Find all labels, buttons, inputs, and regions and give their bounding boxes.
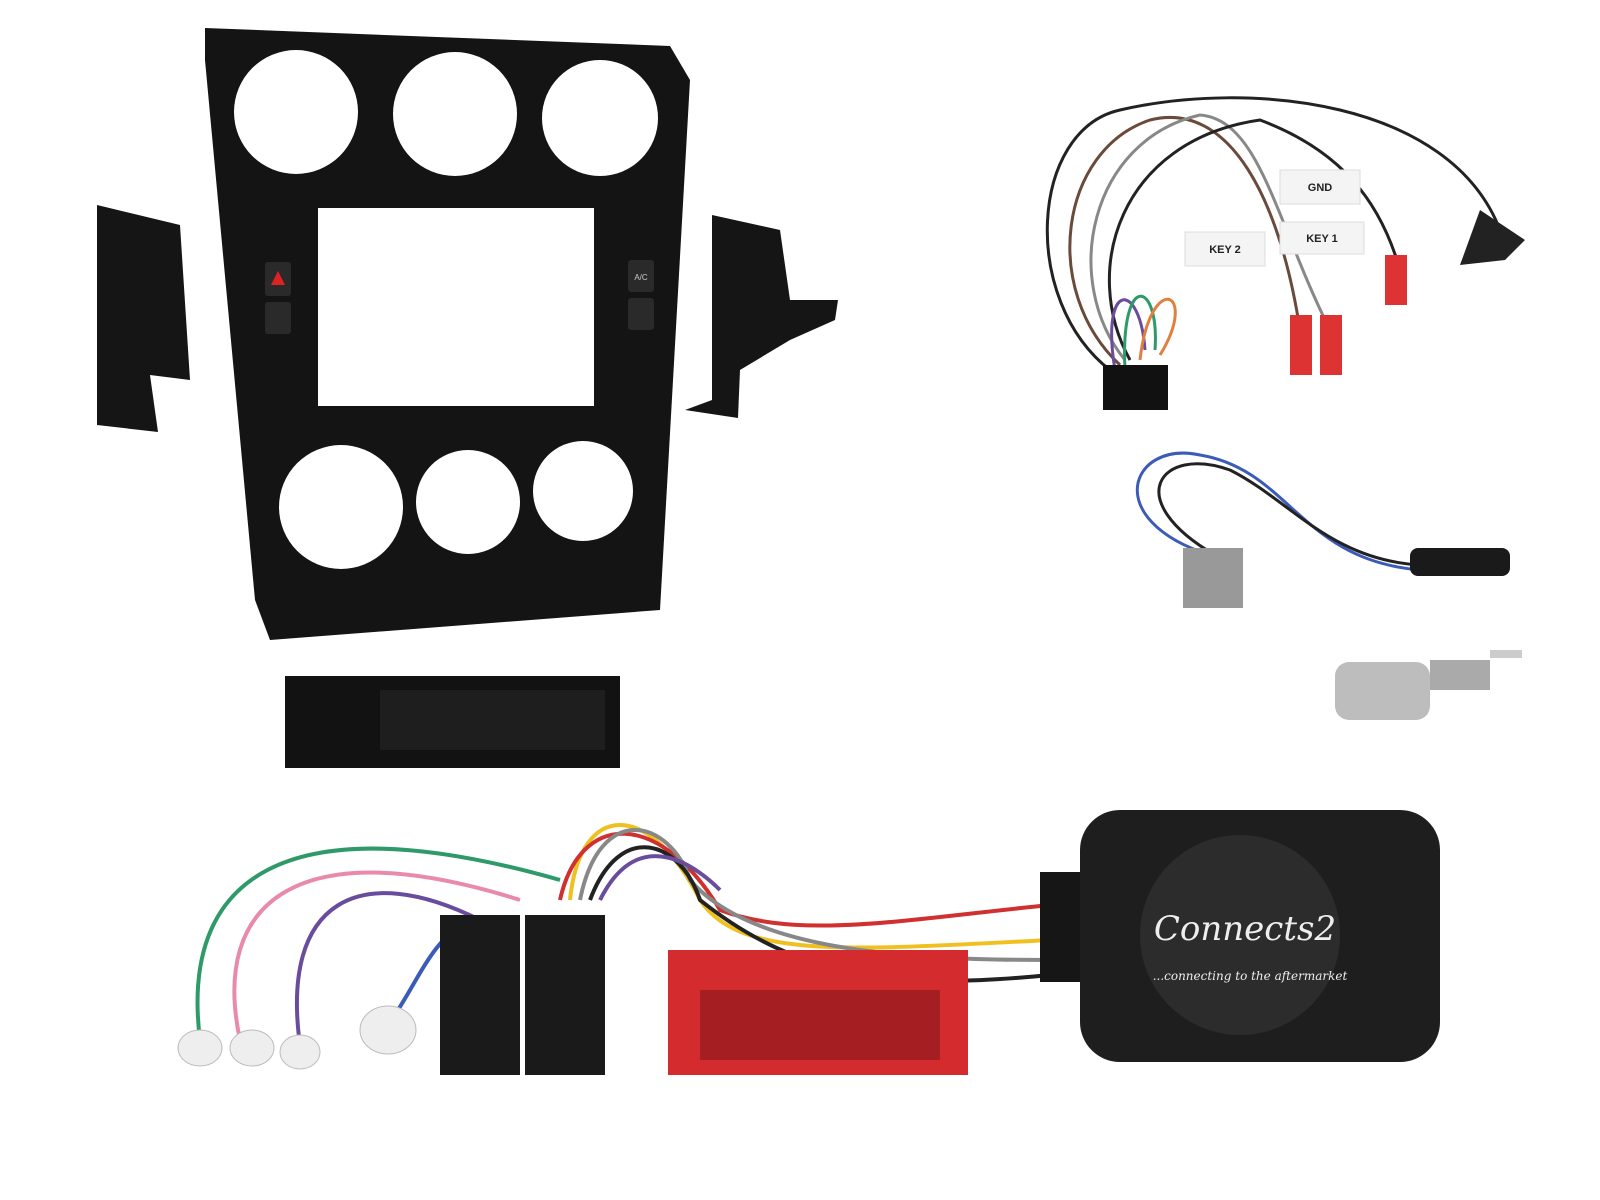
left-bracket	[97, 205, 190, 432]
svg-text:KEY 2: KEY 2	[1209, 244, 1241, 256]
din-antenna-plug	[1410, 548, 1510, 576]
svg-text:KEY 1: KEY 1	[1306, 233, 1338, 245]
iso-harness-wires	[195, 823, 1051, 1046]
logo-tagline: ...connecting to the aftermarket	[1153, 969, 1348, 983]
ac-button	[628, 260, 654, 292]
red-spade-connector	[1385, 255, 1407, 305]
antenna-adapter-cable	[1135, 451, 1421, 572]
red-spade-connector	[1320, 315, 1342, 375]
red-spade-connector	[1290, 315, 1312, 375]
jack-plug	[1460, 210, 1525, 265]
spade-terminals	[177, 1005, 417, 1070]
wire-label-key1: KEY 1	[1279, 221, 1365, 255]
vehicle-connector-red	[668, 950, 968, 1075]
steering-wire-harness	[1045, 96, 1502, 372]
steering-interface-box: Connects2 ...connecting to the aftermark…	[1040, 810, 1440, 1062]
antenna-adaptor-barrel	[1335, 650, 1522, 720]
wire-label-gnd: GND	[1279, 169, 1361, 205]
wire-label-key2: KEY 2	[1184, 231, 1266, 267]
ac-label: A/C	[634, 273, 648, 282]
svg-text:GND: GND	[1308, 182, 1333, 194]
connects2-logo: Connects2	[1154, 909, 1336, 949]
dash-fascia-panel: A/C	[205, 28, 690, 640]
antenna-plug	[1183, 548, 1243, 608]
storage-pocket	[285, 676, 620, 768]
iso-connector-speaker	[525, 915, 605, 1075]
iso-connector-power	[440, 915, 520, 1075]
harness-plug	[1103, 365, 1168, 410]
right-bracket	[685, 215, 838, 418]
